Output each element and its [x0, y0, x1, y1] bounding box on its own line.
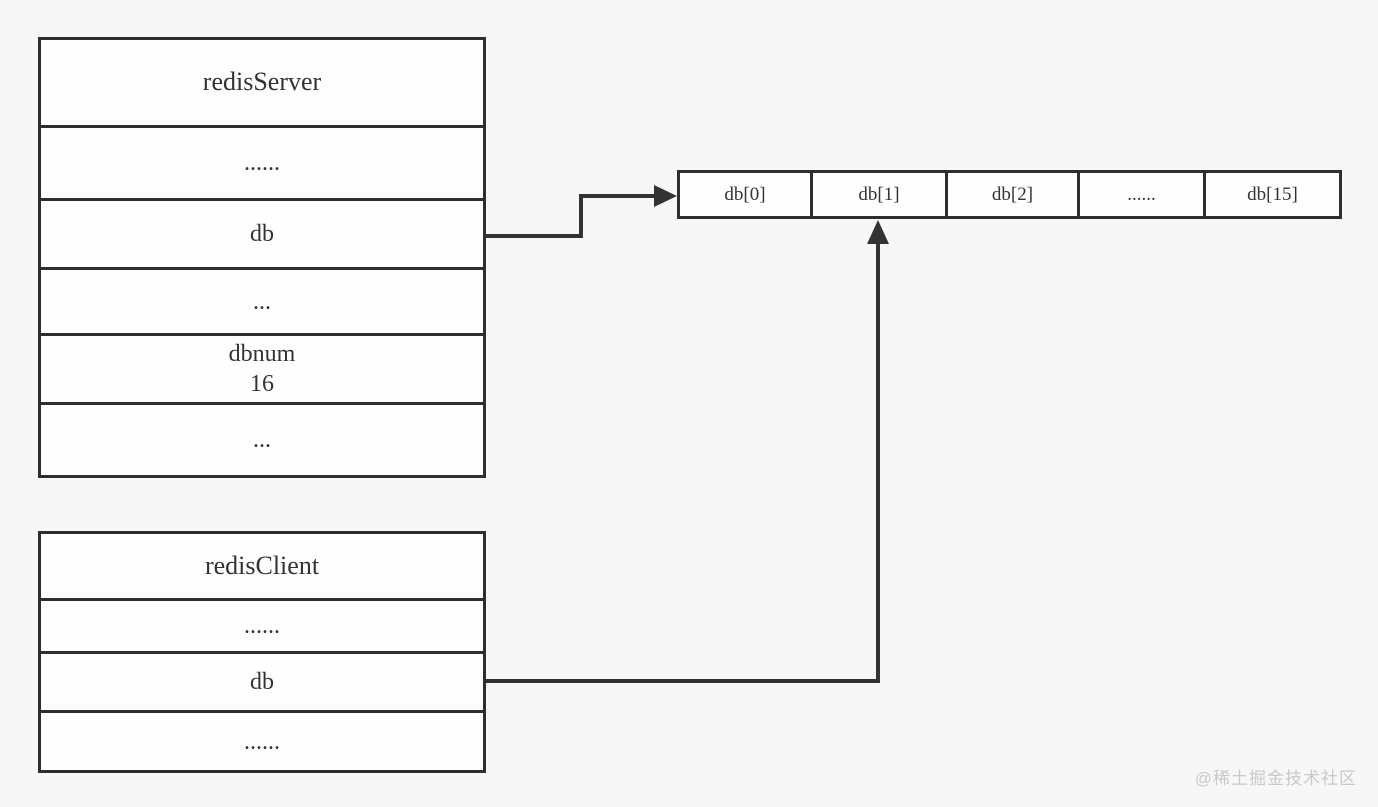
- arrow-server-db-to-array: [486, 185, 677, 238]
- dbnum-label: dbnum: [228, 341, 296, 367]
- dbnum-value: 16: [250, 371, 274, 397]
- db-array-cell-2: db[2]: [945, 170, 1080, 219]
- row-label: ...: [253, 288, 271, 315]
- db-array-cell-ellipsis: ......: [1077, 170, 1206, 219]
- redis-server-title: redisServer: [38, 37, 486, 128]
- redis-client-row-ellipsis-2: ......: [38, 710, 486, 773]
- db-array-cell-1: db[1]: [810, 170, 948, 219]
- db-array-cell-0: db[0]: [677, 170, 813, 219]
- db-array: db[0] db[1] db[2] ...... db[15]: [677, 170, 1342, 219]
- arrow-client-db-to-db1: [486, 220, 889, 683]
- redis-client-row-db: db: [38, 651, 486, 713]
- redis-server-row-ellipsis-1: ......: [38, 125, 486, 201]
- redis-server-row-db: db: [38, 198, 486, 270]
- redis-client-title: redisClient: [38, 531, 486, 601]
- redis-server-row-ellipsis-3: ...: [38, 402, 486, 478]
- row-label: db: [250, 221, 274, 247]
- row-label: ...: [253, 427, 271, 453]
- redis-client-struct: redisClient ...... db ......: [38, 531, 486, 773]
- row-label: ......: [244, 613, 280, 639]
- db-array-cell-15: db[15]: [1203, 170, 1342, 219]
- row-label: ......: [244, 728, 280, 755]
- redis-server-struct: redisServer ...... db ... dbnum 16 ...: [38, 37, 486, 478]
- redis-server-row-ellipsis-2: ...: [38, 267, 486, 336]
- row-label: ......: [244, 150, 280, 176]
- redis-client-row-ellipsis-1: ......: [38, 598, 486, 654]
- redis-server-row-dbnum: dbnum 16: [38, 333, 486, 405]
- watermark-text: @稀土掘金技术社区: [1194, 769, 1357, 788]
- row-label: db: [250, 669, 274, 695]
